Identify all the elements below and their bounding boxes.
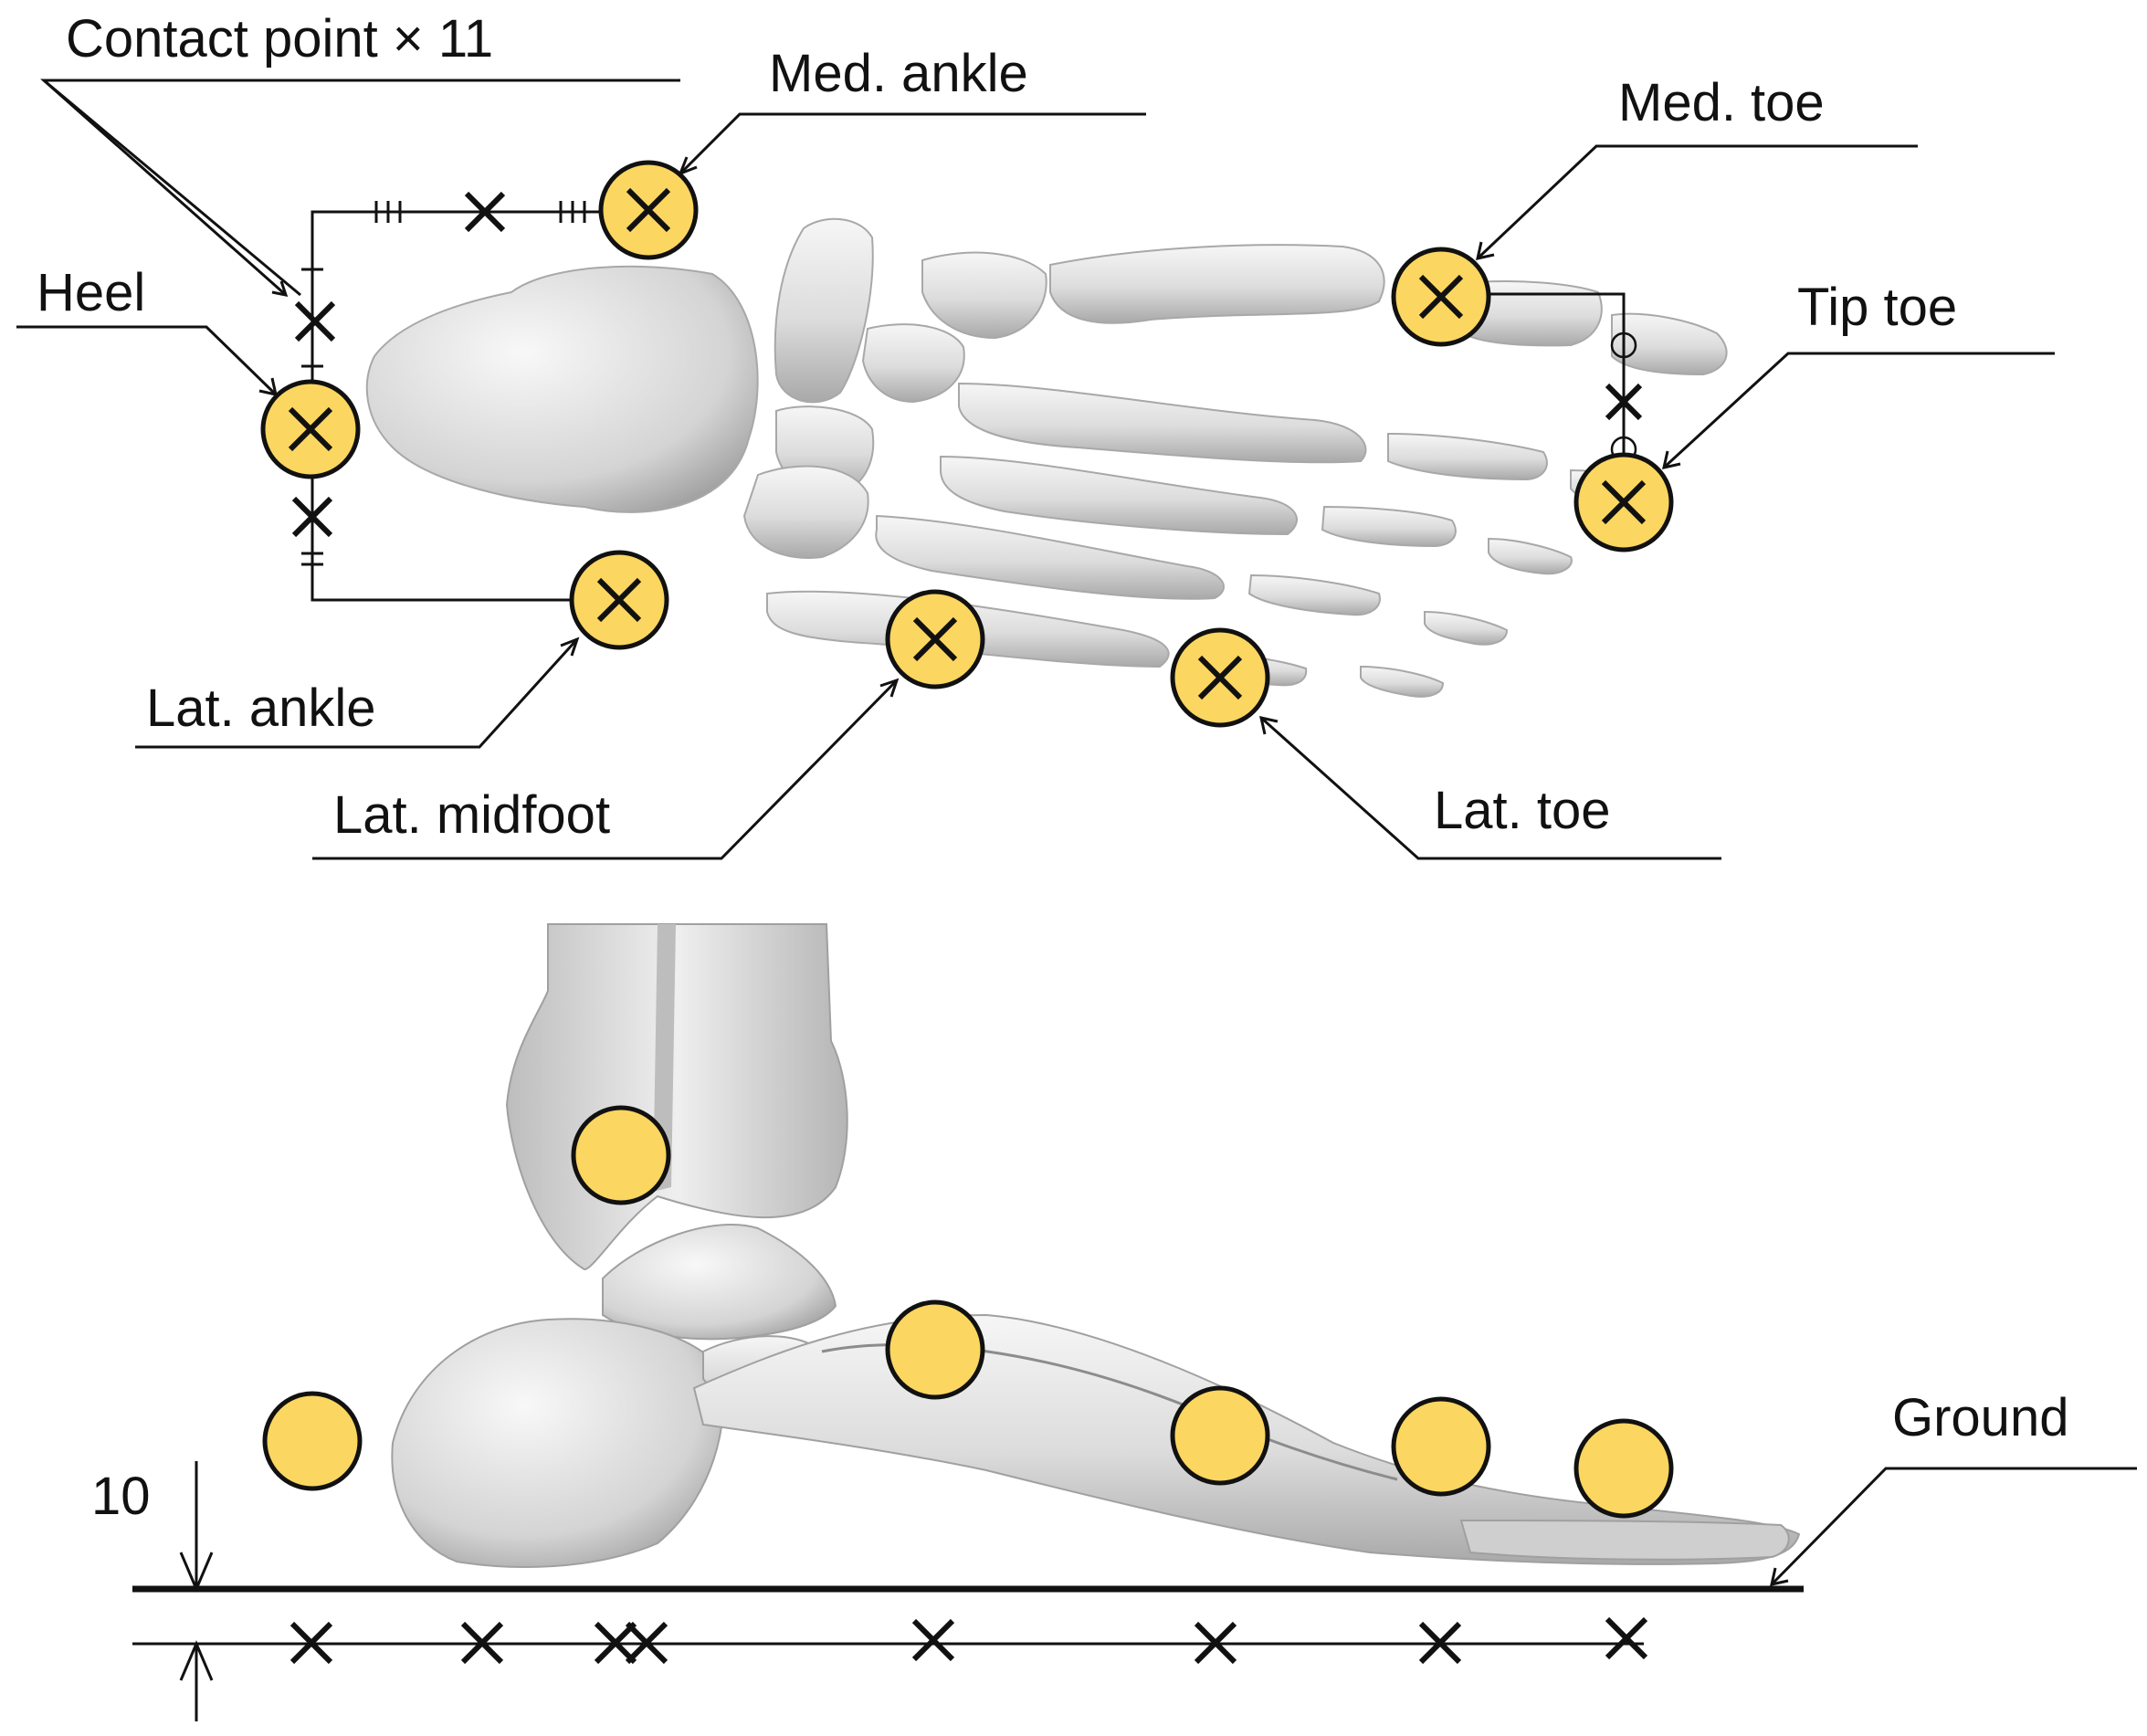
label-heel: Heel: [37, 263, 145, 322]
phalanx-4-top: [1247, 573, 1381, 616]
side-marker-midfoot: [885, 1299, 985, 1400]
contact-cross: [289, 1621, 333, 1665]
contact-cross: [1418, 1621, 1462, 1665]
side-view-contact-crosses: [289, 1616, 1648, 1665]
phalanx-5-distal-top: [1360, 665, 1445, 698]
contact-cross: [460, 1621, 504, 1665]
marker-med-ankle: [598, 160, 699, 260]
side-view-ground: [132, 1461, 2137, 1721]
label-lat-midfoot: Lat. midfoot: [333, 785, 610, 845]
side-marker-med-toe: [1391, 1396, 1491, 1497]
marker-lat-midfoot: [885, 589, 985, 689]
top-view-labels: Contact point × 11 Med. ankle Med. toe H…: [37, 9, 1957, 845]
side-view-markers: [262, 1105, 1674, 1519]
phalanx-1-distal-top: [1611, 312, 1728, 376]
label-contact-point: Contact point × 11: [66, 9, 493, 68]
leader-ground: [1770, 1467, 2137, 1586]
top-view-markers: [260, 160, 1674, 728]
leader-lat-toe: [1259, 716, 1721, 860]
leader-tip-toe: [1662, 352, 2055, 469]
marker-heel: [260, 379, 361, 479]
marker-med-toe: [1391, 247, 1491, 347]
contact-cross: [1605, 383, 1643, 421]
marker-lat-toe: [1170, 627, 1270, 728]
cuboid-lat-top: [742, 465, 869, 559]
leader-arrow: [271, 280, 289, 297]
toe-bracket-circle: [1610, 331, 1637, 359]
leader-arrow: [1476, 241, 1495, 260]
leader-lat-midfoot: [312, 679, 899, 860]
label-dimension: 10: [91, 1467, 151, 1526]
leader-heel: [16, 325, 278, 396]
phalanx-3-distal-top: [1488, 537, 1573, 575]
contact-cross: [464, 191, 506, 233]
toes-side: [1459, 1519, 1790, 1561]
contact-cross: [594, 1621, 637, 1665]
label-tip-toe: Tip toe: [1797, 278, 1957, 337]
contact-cross: [294, 300, 336, 342]
metatarsal-3-top: [940, 455, 1298, 536]
metatarsal-4-top: [875, 514, 1225, 600]
contact-cross: [911, 1618, 955, 1662]
leader-arrow: [1662, 450, 1681, 469]
phalanx-3-top: [1321, 505, 1457, 548]
calcaneus-side: [391, 1318, 725, 1568]
contact-cross: [291, 496, 333, 538]
talus-side: [602, 1224, 837, 1341]
leader-arrow: [678, 156, 698, 176]
marker-tip-toe: [1573, 452, 1674, 552]
leader-lat-ankle: [135, 637, 579, 749]
leader-contact-point-2: [43, 79, 301, 297]
label-med-ankle: Med. ankle: [769, 44, 1028, 103]
contact-cross: [625, 1621, 668, 1665]
leader-med-ankle: [679, 112, 1146, 175]
label-med-toe: Med. toe: [1618, 73, 1825, 132]
contact-cross: [1194, 1621, 1237, 1665]
top-view-leaders: [16, 79, 2055, 860]
metatarsal-1-top: [1049, 244, 1385, 324]
dimension-arrow-down: [179, 1552, 214, 1593]
marker-lat-ankle: [569, 550, 669, 650]
side-marker-tip-toe: [1573, 1418, 1674, 1519]
top-view-bones: [365, 217, 1728, 698]
label-lat-ankle: Lat. ankle: [146, 679, 376, 738]
leader-arrow: [1770, 1567, 1789, 1586]
contact-cross: [1605, 1616, 1648, 1660]
label-ground: Ground: [1892, 1388, 2068, 1447]
top-view-contact-crosses: [291, 191, 1643, 538]
side-marker-ankle: [571, 1105, 671, 1205]
metatarsal-2-top: [958, 382, 1367, 464]
leader-med-toe: [1476, 144, 1918, 260]
cuneiform-2-top: [861, 323, 965, 404]
calcaneus-top: [365, 265, 759, 513]
leader-arrow: [258, 377, 278, 396]
phalanx-4-distal-top: [1424, 610, 1509, 646]
toe-bracket-line: [1441, 292, 1626, 502]
phalanx-2-top: [1387, 432, 1548, 481]
navicular-top: [774, 217, 874, 404]
dimension-arrow-up: [179, 1640, 214, 1681]
side-view-labels: Ground 10: [91, 1388, 2068, 1526]
leader-arrow: [1259, 716, 1279, 735]
leader-arrow: [560, 637, 580, 657]
leader-arrow: [879, 678, 900, 698]
tibia-side: [505, 923, 848, 1271]
side-marker-lat-toe: [1170, 1385, 1270, 1486]
label-lat-toe: Lat. toe: [1434, 781, 1610, 840]
cuneiform-1-top: [921, 251, 1047, 340]
side-marker-heel: [262, 1391, 363, 1491]
